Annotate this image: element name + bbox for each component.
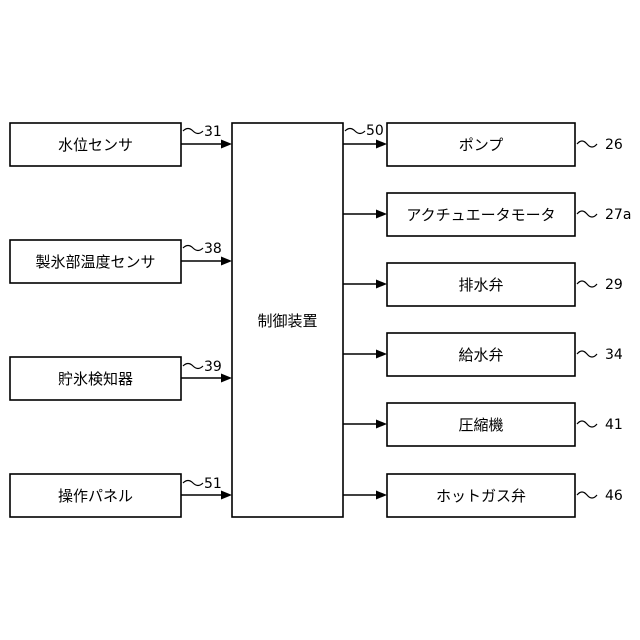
reference-number: 39: [204, 359, 222, 375]
output-block-actuator-motor: アクチュエータモータ 27a: [343, 193, 631, 236]
output-label: ホットガス弁: [436, 487, 526, 505]
arrowhead: [376, 491, 387, 500]
reference-number: 46: [605, 488, 623, 504]
reference-leader: [577, 211, 597, 217]
reference-number: 26: [605, 137, 623, 153]
arrowhead: [376, 420, 387, 429]
output-block-drain-valve: 排水弁 29: [343, 263, 623, 306]
reference-number: 38: [204, 241, 222, 257]
output-label: アクチュエータモータ: [406, 206, 555, 224]
input-label: 貯氷検知器: [58, 370, 133, 388]
arrowhead: [376, 350, 387, 359]
input-label: 操作パネル: [58, 487, 133, 505]
reference-leader: [577, 141, 597, 147]
reference-leader: [183, 364, 203, 369]
arrowhead: [376, 140, 387, 149]
input-label: 水位センサ: [58, 136, 133, 154]
output-block-compressor: 圧縮機 41: [343, 403, 623, 446]
output-block-hot-gas-valve: ホットガス弁 46: [343, 474, 623, 517]
reference-number: 34: [605, 347, 623, 363]
reference-leader: [183, 129, 203, 134]
reference-leader: [577, 492, 597, 498]
output-label: ポンプ: [459, 136, 504, 154]
reference-number: 51: [204, 476, 222, 492]
input-block-operation-panel: 操作パネル 51: [10, 474, 232, 517]
input-block-ice-making-temp-sensor: 製氷部温度センサ 38: [10, 240, 232, 283]
reference-leader: [577, 351, 597, 357]
reference-number: 31: [204, 124, 222, 140]
arrowhead: [221, 491, 232, 500]
reference-number: 29: [605, 277, 623, 293]
reference-leader: [345, 129, 365, 134]
output-label: 排水弁: [458, 276, 503, 294]
reference-number: 41: [605, 417, 623, 433]
output-label: 給水弁: [458, 346, 503, 364]
arrowhead: [376, 280, 387, 289]
input-block-water-level-sensor: 水位センサ 31: [10, 123, 232, 166]
reference-leader: [183, 481, 203, 486]
reference-number: 27a: [605, 207, 631, 223]
arrowhead: [376, 210, 387, 219]
input-block-ice-storage-detector: 貯氷検知器 39: [10, 357, 232, 400]
reference-leader: [183, 246, 203, 251]
input-label: 製氷部温度センサ: [35, 253, 155, 271]
output-block-pump: ポンプ 26: [343, 123, 623, 166]
arrowhead: [221, 257, 232, 266]
controller-label: 制御装置: [257, 312, 317, 330]
reference-leader: [577, 281, 597, 287]
reference-number: 50: [366, 123, 384, 139]
output-label: 圧縮機: [458, 416, 503, 434]
controller-block: 制御装置 50: [232, 123, 384, 517]
arrowhead: [221, 374, 232, 383]
output-block-water-supply-valve: 給水弁 34: [343, 333, 623, 376]
reference-leader: [577, 421, 597, 427]
arrowhead: [221, 140, 232, 149]
